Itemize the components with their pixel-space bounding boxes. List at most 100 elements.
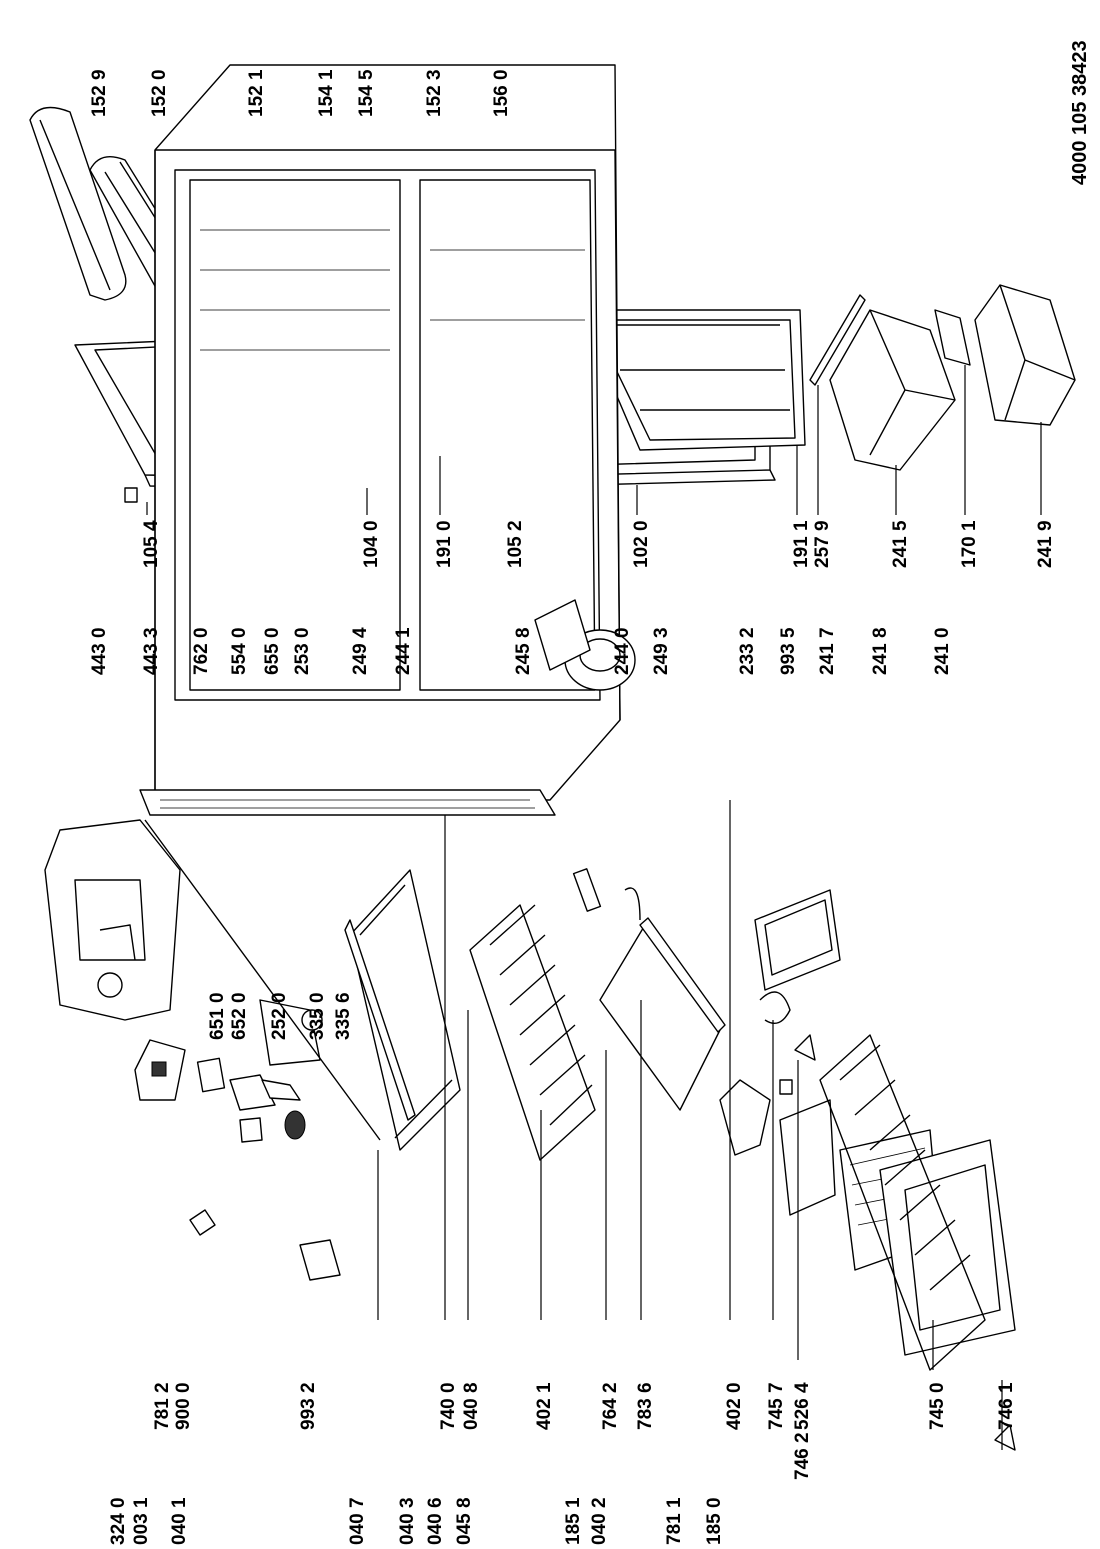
label-1052: 105 2: [505, 520, 526, 568]
label-4020: 402 0: [724, 1382, 745, 1430]
drier-7642: [572, 868, 602, 912]
label-0408: 040 8: [461, 1382, 482, 1430]
clip-9935: [779, 1079, 793, 1095]
cabinet-group: [139, 64, 841, 1281]
foot-7462: [794, 1034, 816, 1061]
lower-door-gasket-1911: [579, 309, 806, 451]
label-2332: 233 2: [737, 627, 758, 675]
label-2418: 241 8: [870, 627, 891, 675]
label-0406: 040 6: [425, 1497, 446, 1545]
label-1541: 154 1: [316, 69, 337, 117]
label-7462: 746 2: [792, 1432, 813, 1480]
label-0458: 045 8: [454, 1497, 475, 1545]
label-2441: 244 1: [393, 627, 414, 675]
wire-rack-2458: [469, 904, 596, 1161]
label-1910: 191 0: [434, 520, 455, 568]
label-6520: 652 0: [229, 992, 250, 1040]
label-7642: 764 2: [600, 1382, 621, 1430]
label-7450: 745 0: [927, 1382, 948, 1430]
label-2579: 257 9: [812, 520, 833, 568]
crisper-2415: [829, 309, 956, 471]
glass-shelf-2441: [349, 869, 461, 1151]
label-7811: 781 1: [664, 1497, 685, 1545]
freezer-baskets-group: [759, 991, 1016, 1451]
label-5540: 554 0: [229, 627, 250, 675]
label-2440: 244 0: [612, 627, 633, 675]
label-2493: 249 3: [651, 627, 672, 675]
label-0402: 040 2: [589, 1497, 610, 1545]
label-4021: 402 1: [534, 1382, 555, 1430]
label-7620: 762 0: [191, 627, 212, 675]
label-1520: 152 0: [149, 69, 170, 117]
label-9935: 993 5: [778, 627, 799, 675]
label-1529: 152 9: [89, 69, 110, 117]
label-7400: 740 0: [438, 1382, 459, 1430]
label-1701: 170 1: [959, 520, 980, 568]
document-number: 4000 105 38423: [1069, 40, 1091, 185]
frame-2579: [809, 294, 866, 386]
label-2458: 245 8: [513, 627, 534, 675]
label-3356: 335 6: [333, 992, 354, 1040]
basket-7450: [819, 1034, 986, 1371]
label-2520: 252 0: [269, 992, 290, 1040]
label-0403: 040 3: [397, 1497, 418, 1545]
label-7457: 745 7: [766, 1382, 787, 1430]
shelf-trim-2494: [344, 919, 416, 1121]
label-1545: 154 5: [356, 69, 377, 117]
bins-right-group: [809, 284, 1076, 471]
divider-1701: [934, 309, 971, 366]
label-1521: 152 1: [246, 69, 267, 117]
label-2419: 241 9: [1035, 520, 1056, 568]
drawer-2417: [779, 1099, 836, 1216]
light-cover-9932: [299, 1239, 341, 1281]
label-7812: 781 2: [152, 1382, 173, 1430]
shelf-trim-2493: [639, 917, 726, 1033]
cable-7457: [759, 991, 791, 1024]
label-6510: 651 0: [207, 992, 228, 1040]
label-1523: 152 3: [424, 69, 445, 117]
fan-and-shelves-group: [44, 819, 1016, 1356]
bottom-cover-7400: [139, 789, 556, 816]
label-2417: 241 7: [817, 627, 838, 675]
drain-tube-7812: [144, 819, 381, 1141]
thermostat-parts: [229, 999, 323, 1143]
filter-7620: [196, 1057, 226, 1093]
drawer-2410: [879, 1139, 1016, 1356]
door-shelf-cover-1529: [29, 106, 127, 301]
label-1851: 185 1: [563, 1497, 584, 1545]
ice-tray-2332: [719, 1079, 771, 1156]
cabinet-body: [154, 64, 621, 801]
label-2530: 253 0: [292, 627, 313, 675]
label-4433: 443 3: [141, 627, 162, 675]
label-0401: 040 1: [169, 1497, 190, 1545]
label-1560: 156 0: [491, 69, 512, 117]
label-1040: 104 0: [361, 520, 382, 568]
label-4430: 443 0: [89, 627, 110, 675]
crisper-2419: [974, 284, 1076, 426]
label-7836: 783 6: [635, 1382, 656, 1430]
label-1911: 191 1: [791, 520, 812, 568]
electronics-box-5264: [754, 889, 841, 991]
label-9000: 900 0: [173, 1382, 194, 1430]
label-3240: 324 0: [108, 1497, 129, 1545]
label-7461: 746 1: [996, 1382, 1017, 1430]
label-9932: 993 2: [298, 1382, 319, 1430]
label-3350: 335 0: [307, 992, 328, 1040]
tube-7836: [624, 887, 641, 921]
compressor-relay-4021: [534, 599, 591, 671]
fan-assembly-4430: [44, 819, 181, 1021]
label-2415: 241 5: [890, 520, 911, 568]
label-1850: 185 0: [704, 1497, 725, 1545]
clip-9000: [189, 1209, 216, 1236]
label-0407: 040 7: [347, 1497, 368, 1545]
label-2494: 249 4: [350, 627, 371, 675]
label-5264: 526 4: [792, 1382, 813, 1430]
label-1054: 105 4: [141, 520, 162, 568]
label-6550: 655 0: [262, 627, 283, 675]
label-0031: 003 1: [131, 1497, 152, 1545]
label-2410: 241 0: [932, 627, 953, 675]
fan-cover-4433: [134, 1039, 186, 1101]
hinge-1054: [124, 487, 138, 503]
label-1020: 102 0: [631, 520, 652, 568]
